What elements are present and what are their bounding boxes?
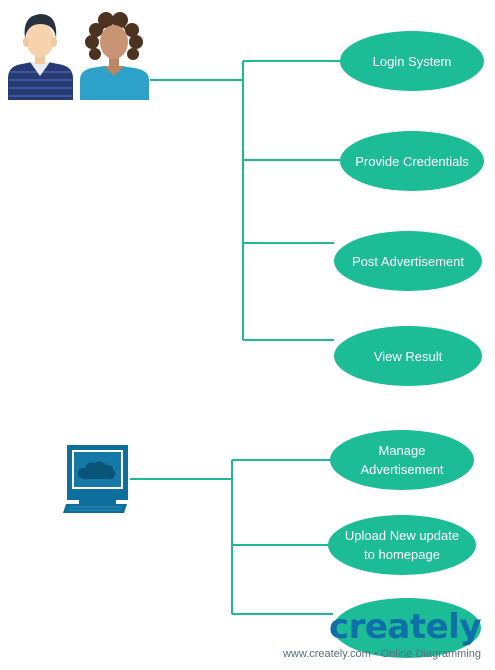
use-case-upload-new-update[interactable]: Upload New update to homepage [344, 528, 460, 562]
female-user-icon [80, 12, 149, 100]
creately-watermark: creately www.creately.com • Online Diagr… [282, 607, 482, 660]
use-case-post-advertisement[interactable]: Post Advertisement [352, 253, 464, 269]
use-case-ellipse-extra[interactable] [333, 598, 481, 658]
use-case-ellipse-credentials[interactable] [340, 131, 484, 191]
male-user-icon [8, 14, 73, 100]
use-case-manage-advertisement[interactable]: Manage Advertisement [360, 443, 444, 477]
use-case-provide-credentials[interactable]: Provide Credentials [355, 153, 469, 169]
use-case-ellipse-login[interactable] [340, 31, 484, 91]
creately-tagline: www.creately.com • Online Diagramming [282, 648, 481, 660]
use-case-ellipse-view[interactable] [334, 326, 482, 386]
creately-logo: creately [328, 607, 482, 647]
use-case-ellipse-manage[interactable] [330, 430, 474, 490]
use-case-ellipses [328, 31, 484, 658]
connector-lines [130, 60, 340, 615]
use-case-login-system[interactable]: Login System [372, 53, 452, 69]
computer-terminal-icon [63, 445, 128, 513]
use-case-ellipse-post[interactable] [334, 231, 482, 291]
two-users-icon [8, 12, 149, 100]
use-case-view-result[interactable]: View Result [373, 348, 443, 364]
use-case-ellipse-upload[interactable] [328, 515, 476, 575]
